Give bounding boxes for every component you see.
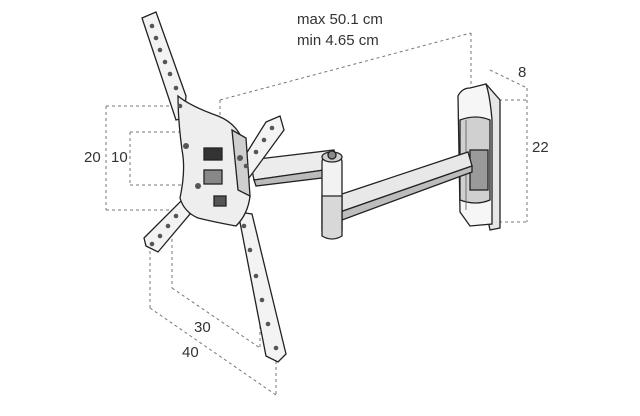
vesa-horizontal-inner-label: 30	[194, 319, 211, 336]
depth-dimension-line	[489, 69, 528, 89]
vesa-bracket	[141, 11, 287, 363]
arm-length-dimension-line	[219, 32, 472, 101]
wall-plate-height-label: 22	[532, 139, 549, 156]
vesa-40-dimension-line	[149, 307, 277, 396]
arm-extension-min-label: min 4.65 cm	[297, 32, 379, 49]
vesa-30-dimension-line	[171, 287, 261, 349]
bracket-center-plate	[177, 94, 251, 227]
vesa-horizontal-outer-label: 40	[182, 344, 199, 361]
arm-extension-max-label: max 50.1 cm	[297, 11, 383, 28]
vesa-vertical-inner-label: 10	[111, 149, 128, 166]
articulating-arm	[249, 149, 473, 240]
vesa-vertical-outer-label: 20	[84, 149, 101, 166]
bracket-arm-bottom-right	[237, 211, 287, 363]
wall-plate-depth-label: 8	[518, 64, 527, 81]
